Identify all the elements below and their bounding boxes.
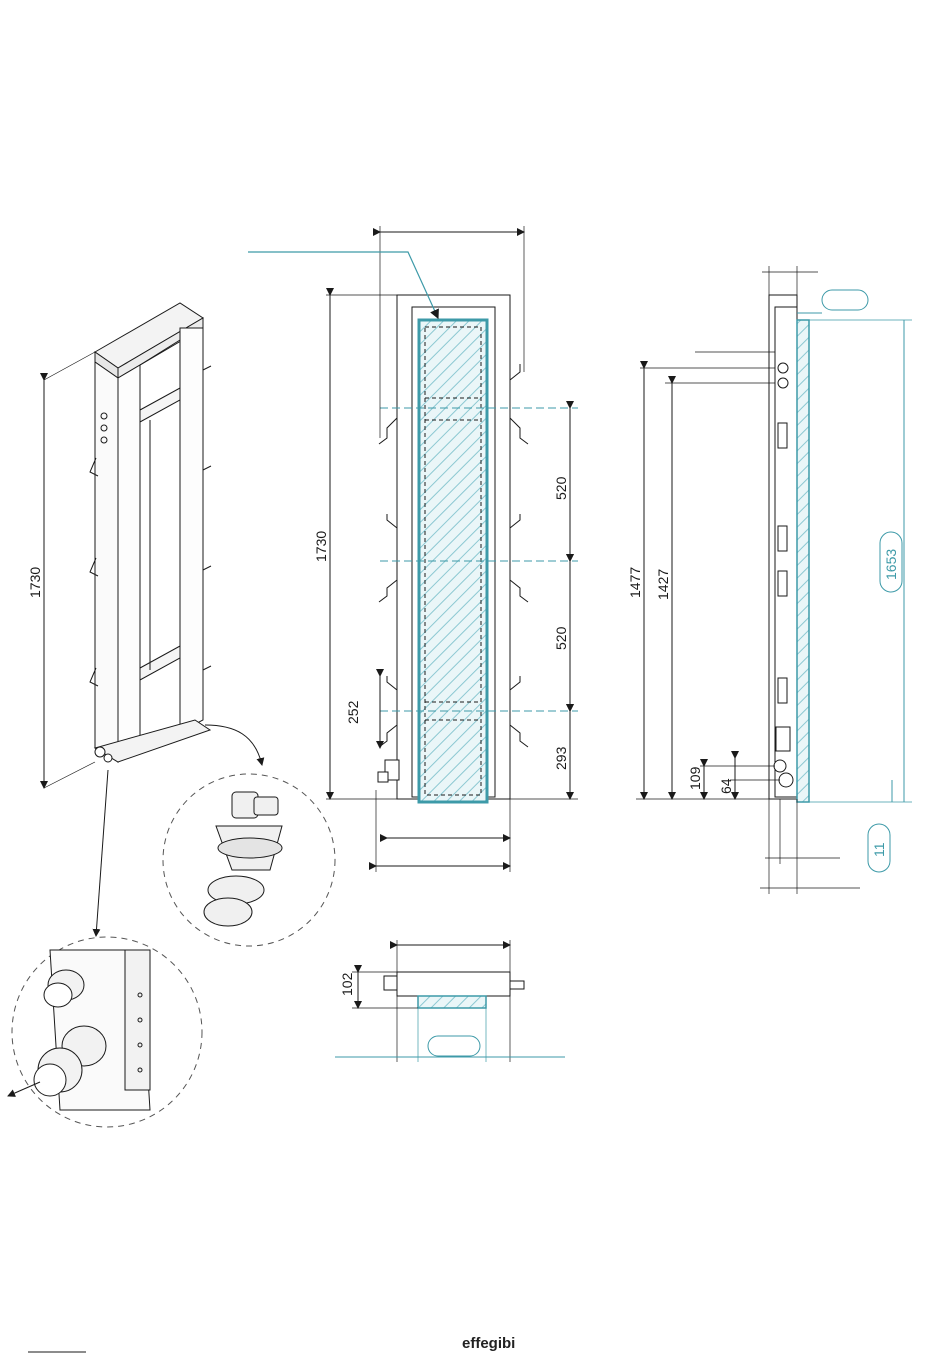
front-view <box>326 226 578 872</box>
side-total-label: 1653 <box>883 549 899 580</box>
front-spacing-2-label: 520 <box>553 626 569 650</box>
side-11-label: 11 <box>871 842 887 857</box>
front-bottom-label: 293 <box>553 746 569 770</box>
side-64-label: 64 <box>718 778 734 794</box>
top-view <box>335 940 565 1062</box>
top-depth-label: 102 <box>339 972 355 996</box>
brand-logo: effegibi <box>462 1335 515 1352</box>
detail-valve <box>163 774 335 946</box>
side-1427-label: 1427 <box>655 569 671 600</box>
side-109-label: 109 <box>687 766 703 790</box>
iso-height-label: 1730 <box>27 567 43 598</box>
front-spacing-1-label: 520 <box>553 476 569 500</box>
front-height-label: 1730 <box>313 531 329 562</box>
side-view <box>636 266 912 894</box>
front-bracket-label: 252 <box>345 700 361 724</box>
detail-fittings <box>8 937 202 1127</box>
side-1477-label: 1477 <box>627 567 643 598</box>
